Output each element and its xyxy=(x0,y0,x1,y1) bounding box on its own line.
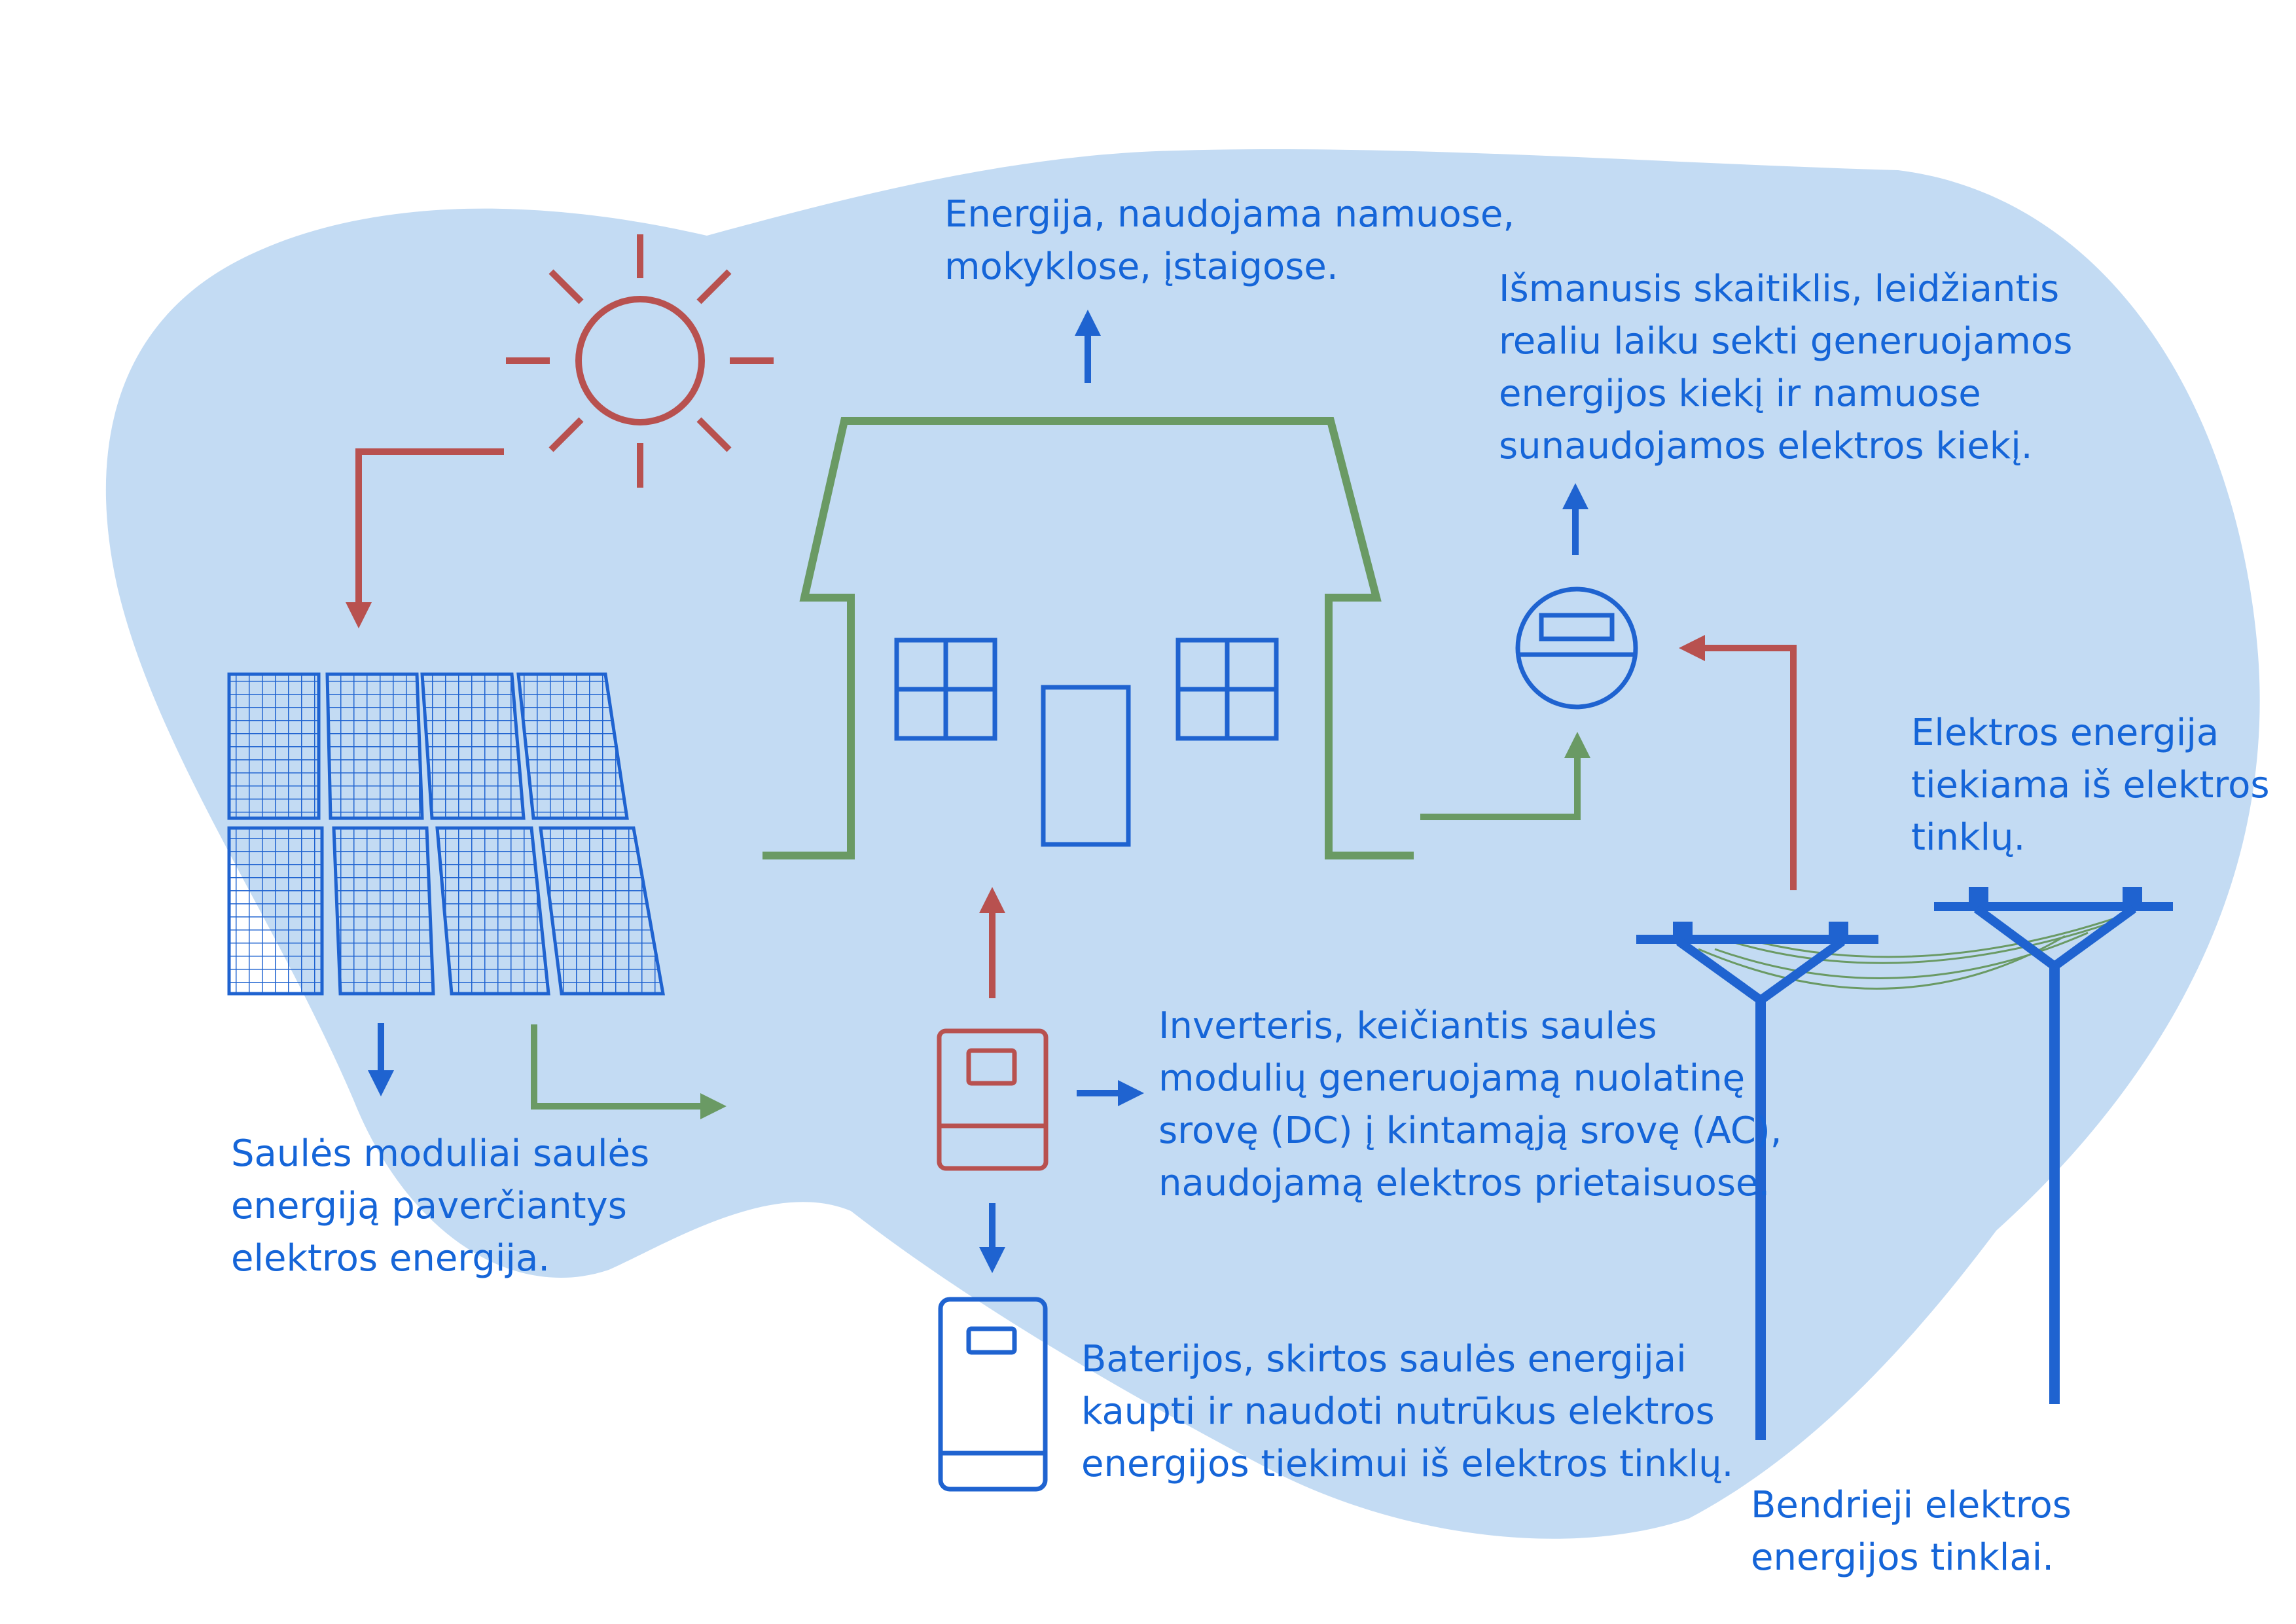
solar-panel-icon xyxy=(227,672,665,996)
smart-meter-line-4: sunaudojamos elektros kiekį. xyxy=(1499,425,2033,467)
inverter-line-2: modulių generuojamą nuolatinę xyxy=(1158,1057,1746,1100)
smart-meter-label: Išmanusis skaitiklis, leidžiantis realiu… xyxy=(1499,263,2072,473)
smart-meter-line-1: Išmanusis skaitiklis, leidžiantis xyxy=(1499,268,2060,310)
shared-grid-label: Bendrieji elektros energijos tinklai. xyxy=(1751,1479,2072,1584)
shared-grid-line-1: Bendrieji elektros xyxy=(1751,1484,2072,1526)
power-pole-icon xyxy=(1934,887,2173,1404)
inverter-label: Inverteris, keičiantis saulės modulių ge… xyxy=(1158,1000,1782,1210)
sun-to-panels-arrow xyxy=(346,448,504,628)
inverter-icon xyxy=(937,1028,1049,1171)
smart-meter-line-2: realiu laiku sekti generuojamos xyxy=(1499,320,2073,363)
solar-modules-label: Saulės moduliai saulės energiją paverčia… xyxy=(231,1128,649,1285)
grid-supply-line-1: Elektros energija xyxy=(1911,712,2219,754)
battery-icon xyxy=(938,1297,1048,1492)
grid-supply-label: Elektros energija tiekiama iš elektros t… xyxy=(1911,707,2270,864)
shared-grid-line-2: energijos tinklai. xyxy=(1751,1536,2054,1579)
grid-to-meter-arrow xyxy=(1679,635,1797,890)
smart-meter-icon xyxy=(1515,586,1638,710)
house-door xyxy=(1041,685,1131,847)
power-pole-icon xyxy=(1676,937,1846,1004)
home-energy-label: Energija, naudojama namuose, mokyklose, … xyxy=(944,189,1515,293)
batteries-line-2: kaupti ir naudoti nutrūkus elektros xyxy=(1081,1390,1715,1433)
home-energy-line-2: mokyklose, įstaigose. xyxy=(944,245,1338,288)
grid-supply-line-2: tiekiama iš elektros xyxy=(1911,764,2270,806)
solar-modules-line-1: Saulės moduliai saulės xyxy=(231,1132,650,1175)
solar-modules-line-3: elektros energija. xyxy=(231,1237,550,1280)
batteries-line-3: energijos tiekimui iš elektros tinklų. xyxy=(1081,1443,1734,1485)
solar-modules-line-2: energiją paverčiantys xyxy=(231,1185,627,1227)
sun-icon xyxy=(506,234,774,488)
house-window-right xyxy=(1175,638,1279,741)
inverter-line-3: srovę (DC) į kintamąją srovę (AC), xyxy=(1158,1110,1782,1152)
house-to-meter-arrow xyxy=(1420,732,1590,820)
grid-supply-line-3: tinklų. xyxy=(1911,816,2026,859)
background-blob xyxy=(105,149,2260,1539)
house-window-left xyxy=(894,638,997,741)
batteries-line-1: Baterijos, skirtos saulės energijai xyxy=(1081,1338,1687,1380)
inverter-line-4: naudojamą elektros prietaisuose. xyxy=(1158,1162,1770,1204)
inverter-line-1: Inverteris, keičiantis saulės xyxy=(1158,1005,1657,1047)
power-pole-icon xyxy=(1973,905,2137,970)
home-energy-line-1: Energija, naudojama namuose, xyxy=(944,193,1515,236)
batteries-label: Baterijos, skirtos saulės energijai kaup… xyxy=(1081,1333,1733,1490)
panels-to-inverter-arrow xyxy=(531,1024,726,1119)
smart-meter-line-3: energijos kiekį ir namuose xyxy=(1499,372,1981,415)
house-icon xyxy=(762,417,1414,859)
power-pole-icon xyxy=(1636,922,1878,1440)
